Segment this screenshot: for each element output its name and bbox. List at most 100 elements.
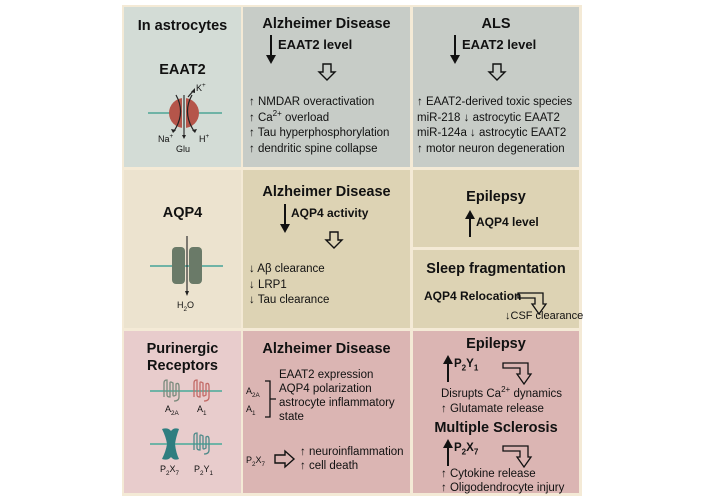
a2a-label: A2A: [246, 386, 260, 399]
down-arrow-icon: [266, 35, 276, 64]
purinergic-description-cell: Purinergic Receptors A2A A1 P2X7 P2Y1: [124, 331, 241, 493]
receptor-sub: 7: [261, 460, 266, 468]
disease-heading: Sleep fragmentation: [426, 261, 566, 277]
receptor-base: X: [169, 464, 176, 474]
hollow-down-arrow-icon: [317, 63, 337, 81]
receptor-base: P: [160, 464, 167, 474]
ion-k: K+: [196, 82, 206, 93]
change-label: AQP4 level: [476, 215, 539, 229]
ion-k-charge: +: [202, 82, 206, 89]
bracket-icon: [265, 380, 276, 418]
aqp4-description-cell: AQP4 H2O: [124, 170, 241, 328]
disease-heading: Epilepsy: [466, 189, 526, 205]
effect-item: state: [279, 411, 304, 423]
ad-eaat2-cell: Alzheimer Disease EAAT2 level ↑ NMDAR ov…: [243, 7, 410, 167]
als-eaat2-cell: ALS EAAT2 level ↑ EAAT2-derived toxic sp…: [413, 7, 579, 167]
effect-text: dynamics: [510, 388, 563, 400]
ion-h-charge: +: [205, 133, 210, 140]
effect-list: ↓ Aβ clearance ↓ LRP1 ↓ Tau clearance: [249, 262, 329, 309]
receptor-base: Y: [466, 358, 474, 370]
receptor-sub: 2: [166, 469, 170, 477]
receptor-label: P2X7: [454, 442, 478, 457]
disease-heading: Alzheimer Disease: [262, 184, 391, 200]
hollow-down-arrow-icon: [487, 63, 507, 81]
title-line: Purinergic: [146, 341, 219, 357]
effect-item: ↑ NMDAR overactivation: [249, 96, 375, 108]
change-label: EAAT2 level: [278, 37, 353, 52]
purinergic-label: Purinergic Receptors: [124, 341, 241, 375]
up-arrow-icon: [443, 439, 453, 466]
receptor-sub: 1: [473, 363, 479, 373]
eaat2-label: EAAT2: [159, 62, 206, 78]
down-arrow-icon: [450, 35, 460, 64]
effect-item: ↑ dendritic spine collapse: [249, 142, 378, 155]
receptor-base: X: [466, 442, 474, 454]
receptor-label: P2Y1: [454, 358, 479, 373]
epilepsy-ms-purinergic-cell: Epilepsy P2Y1 Disrupts Ca2+ dynamics ↑ G…: [413, 331, 579, 494]
water-o: O: [187, 300, 195, 310]
effect-list: ↑ NMDAR overactivation ↑ Ca2+ overload ↑…: [249, 95, 389, 157]
p2y1-label: P2Y1: [194, 464, 214, 477]
a2a-label: A2A: [165, 404, 179, 417]
effect-item: AQP4 polarization: [279, 383, 372, 395]
ion-na: Na+: [158, 133, 174, 144]
effect-item: miR-218 ↓ astrocytic EAAT2: [417, 111, 560, 124]
receptor-sub: 2: [200, 469, 204, 477]
p2x7-label: P2X7: [246, 455, 266, 468]
effect-item: astrocyte inflammatory: [279, 397, 395, 409]
receptor-base: A: [246, 404, 253, 414]
title-line: Receptors: [147, 358, 218, 374]
aqp4-label: AQP4: [162, 205, 203, 221]
sleep-aqp4-cell: Sleep fragmentation AQP4 Relocation ↓CSF…: [413, 250, 583, 328]
up-arrow-icon: [443, 355, 453, 382]
receptor-sub: 2: [461, 447, 467, 457]
column-heading: In astrocytes: [137, 18, 228, 34]
receptor-base: X: [255, 455, 262, 465]
effect-item: ↑ Oligodendrocyte injury: [441, 482, 565, 494]
receptor-sub: 2A: [171, 409, 179, 417]
ion-h-base: H: [199, 134, 206, 144]
hollow-bent-arrow-icon: [517, 292, 548, 316]
receptor-base: A: [197, 404, 204, 414]
receptor-sub: 2: [461, 363, 467, 373]
receptor-sub: 1: [209, 469, 214, 477]
p2x7-receptor-icon: [162, 428, 179, 460]
p2y1-receptor-icon: [193, 432, 210, 455]
eaat2-transporter-icon: [148, 88, 222, 139]
receptor-sub: 2A: [252, 391, 260, 399]
receptor-base: A: [165, 404, 172, 414]
p2x7-label: P2X7: [160, 464, 180, 477]
effect-text: overload: [281, 111, 330, 124]
cause-label: AQP4 Relocation: [424, 289, 522, 303]
effect-sup: 2+: [501, 385, 511, 395]
hollow-bent-arrow-icon: [502, 362, 533, 386]
change-label: EAAT2 level: [462, 37, 537, 52]
ad-aqp4-cell: Alzheimer Disease AQP4 activity ↓ Aβ cle…: [243, 170, 410, 328]
effect-item: ↓ Aβ clearance: [249, 263, 325, 275]
receptor-base: A: [246, 386, 253, 396]
receptor-sub: 1: [203, 409, 207, 417]
a1-label: A1: [246, 404, 256, 416]
ion-na-charge: +: [169, 133, 174, 140]
effect-text: Disrupts Ca: [441, 388, 502, 400]
ion-na-base: Na: [158, 134, 170, 144]
disease-heading: Epilepsy: [466, 336, 526, 352]
effect-item: ↑ cell death: [300, 460, 359, 472]
disease-heading: Multiple Sclerosis: [434, 420, 558, 436]
effect-item: ↑ Tau hyperphosphorylation: [249, 127, 390, 139]
effect-item: EAAT2 expression: [279, 369, 374, 381]
effect-list: ↑ EAAT2-derived toxic species miR-218 ↓ …: [417, 95, 572, 157]
receptor-sub: 2: [252, 460, 256, 468]
a1-receptor-icon: [193, 379, 210, 402]
receptor-base: P: [454, 358, 462, 370]
water-sub: 2: [183, 305, 188, 313]
effect-item: ↓ LRP1: [249, 278, 287, 291]
effect-text: ↓CSF clearance: [505, 310, 584, 322]
receptor-base: P: [246, 455, 253, 465]
receptor-base: Y: [203, 464, 210, 474]
aqp4-channel-icon: [150, 236, 223, 296]
receptor-sub: 7: [175, 469, 180, 477]
effect-list: ↑ neuroinflammation ↑ cell death: [300, 445, 404, 473]
effect-item: ↑ Cytokine release: [441, 468, 536, 480]
disease-heading: ALS: [481, 16, 511, 32]
